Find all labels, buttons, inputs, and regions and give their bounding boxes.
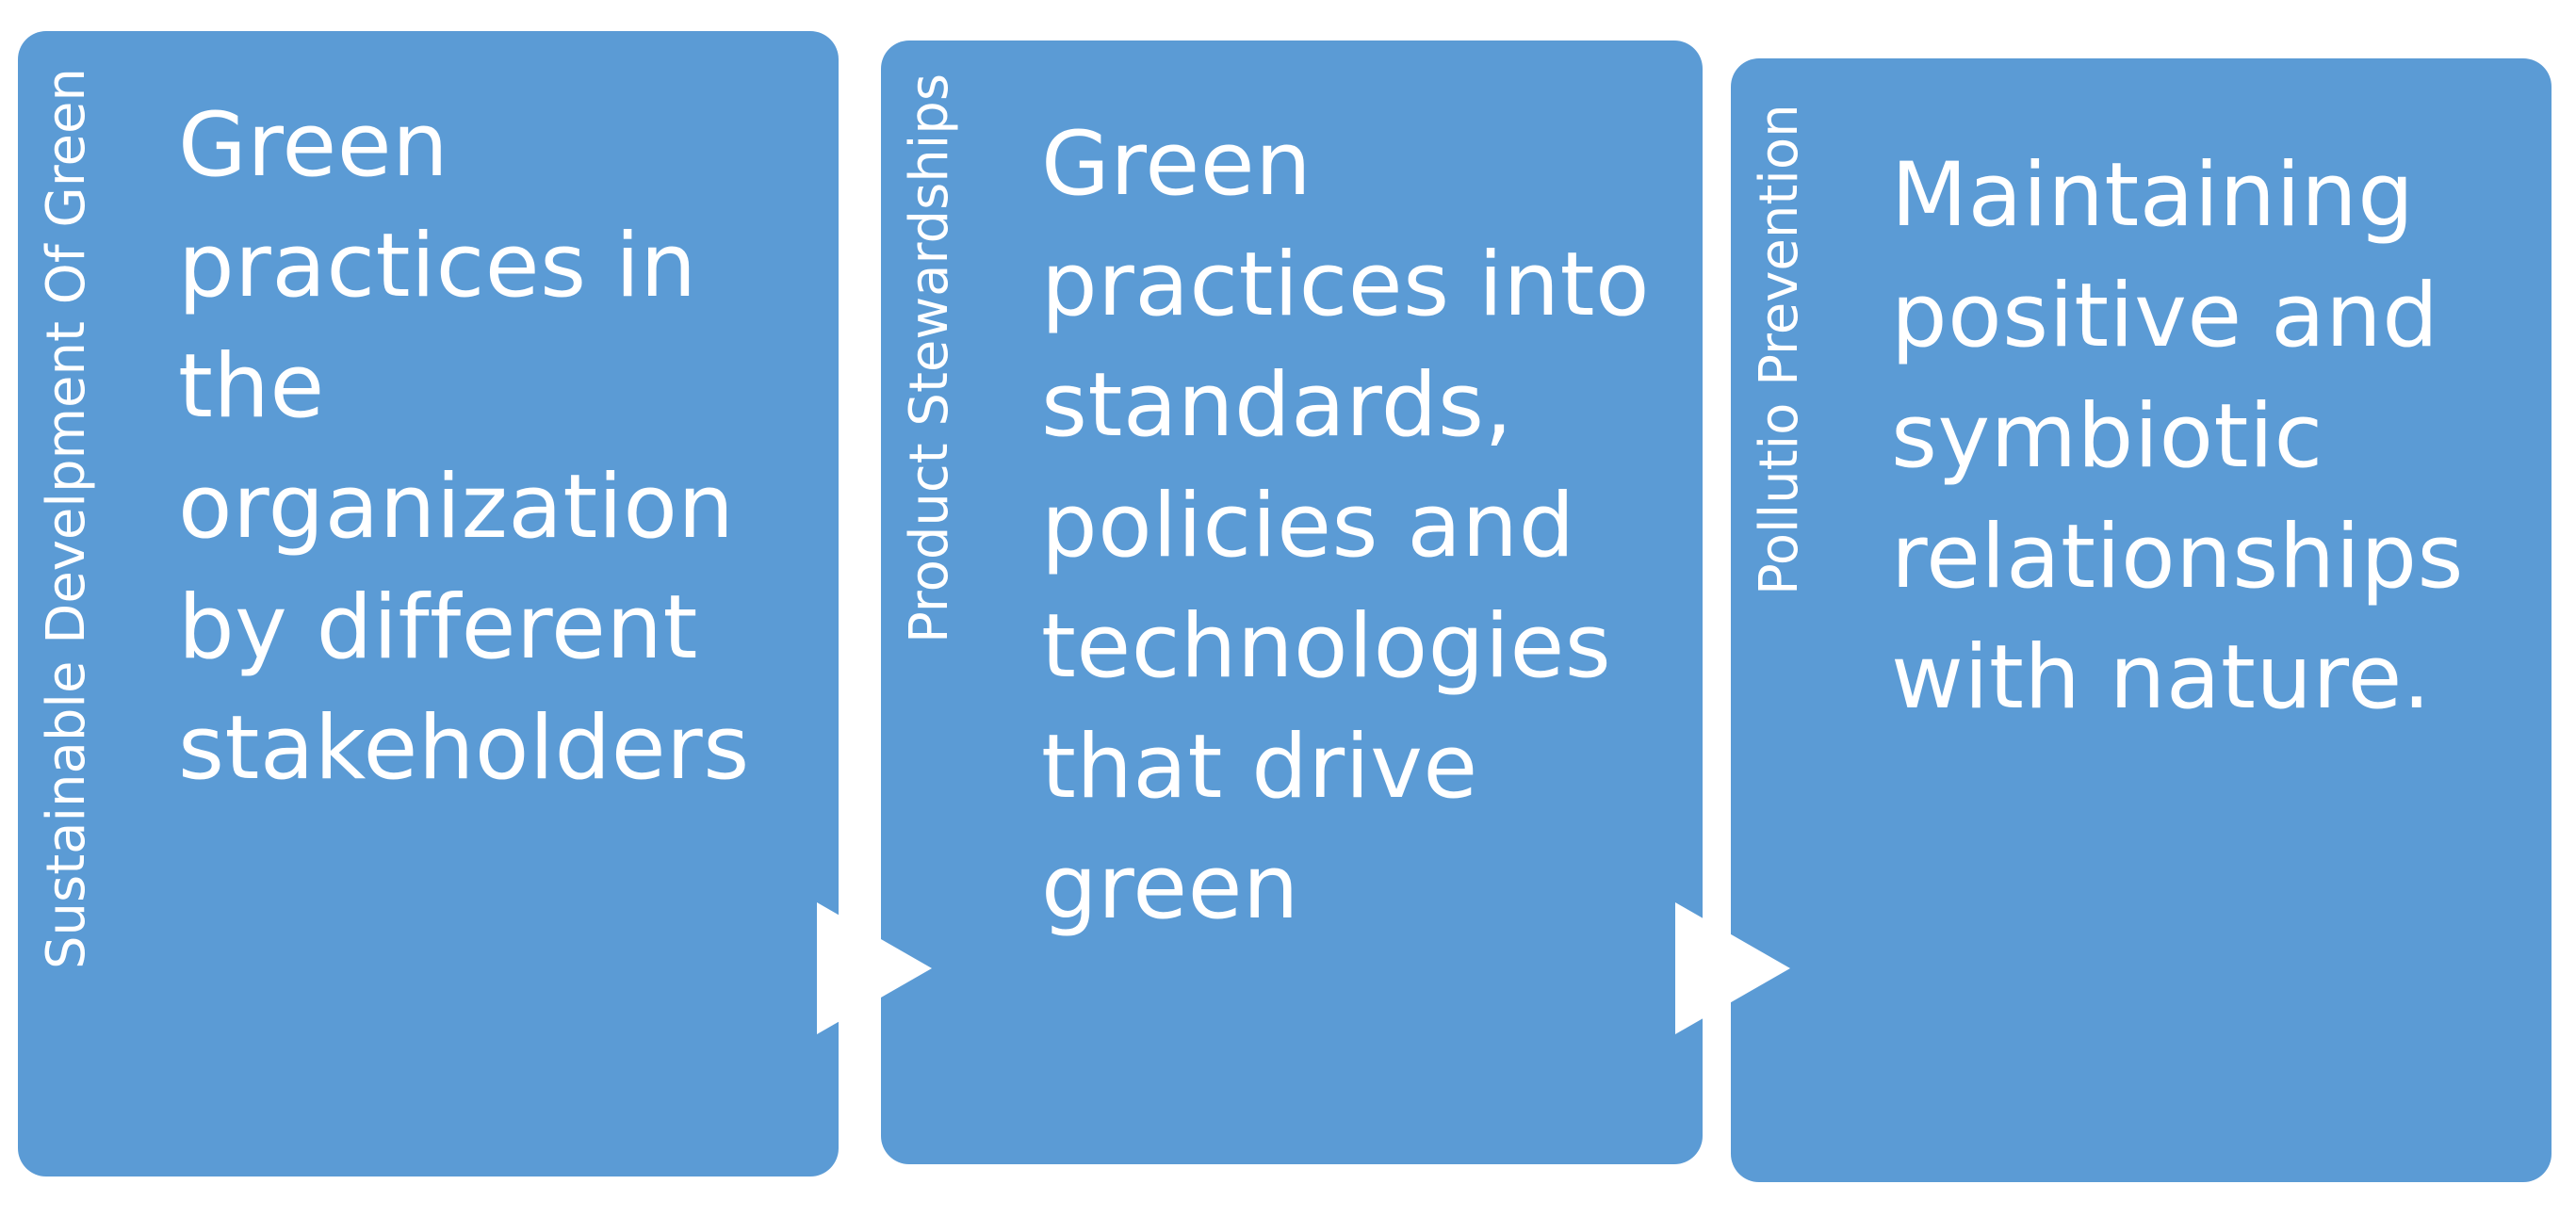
panel-product-stewardships: Product Stewardships Green practices int… <box>881 41 1703 1164</box>
flow-arrow-icon <box>1675 902 1790 1034</box>
panel-1-description: Green practices in the organization by d… <box>178 94 750 800</box>
panel-2-side-label: Product Stewardships <box>899 73 960 643</box>
panel-pollution-prevention: Pollutio Prevention Maintaining positive… <box>1731 58 2552 1182</box>
panel-2-description: Green practices into standards, policies… <box>1041 113 1650 939</box>
panel-sustainable-development: Sustainable Develpment Of Green Green pr… <box>18 31 839 1176</box>
panel-1-side-label: Sustainable Develpment Of Green <box>36 68 97 969</box>
flow-arrow-icon <box>817 902 932 1034</box>
panel-3-side-label: Pollutio Prevention <box>1749 104 1810 595</box>
panel-3-description: Maintaining positive and symbiotic relat… <box>1891 144 2464 729</box>
